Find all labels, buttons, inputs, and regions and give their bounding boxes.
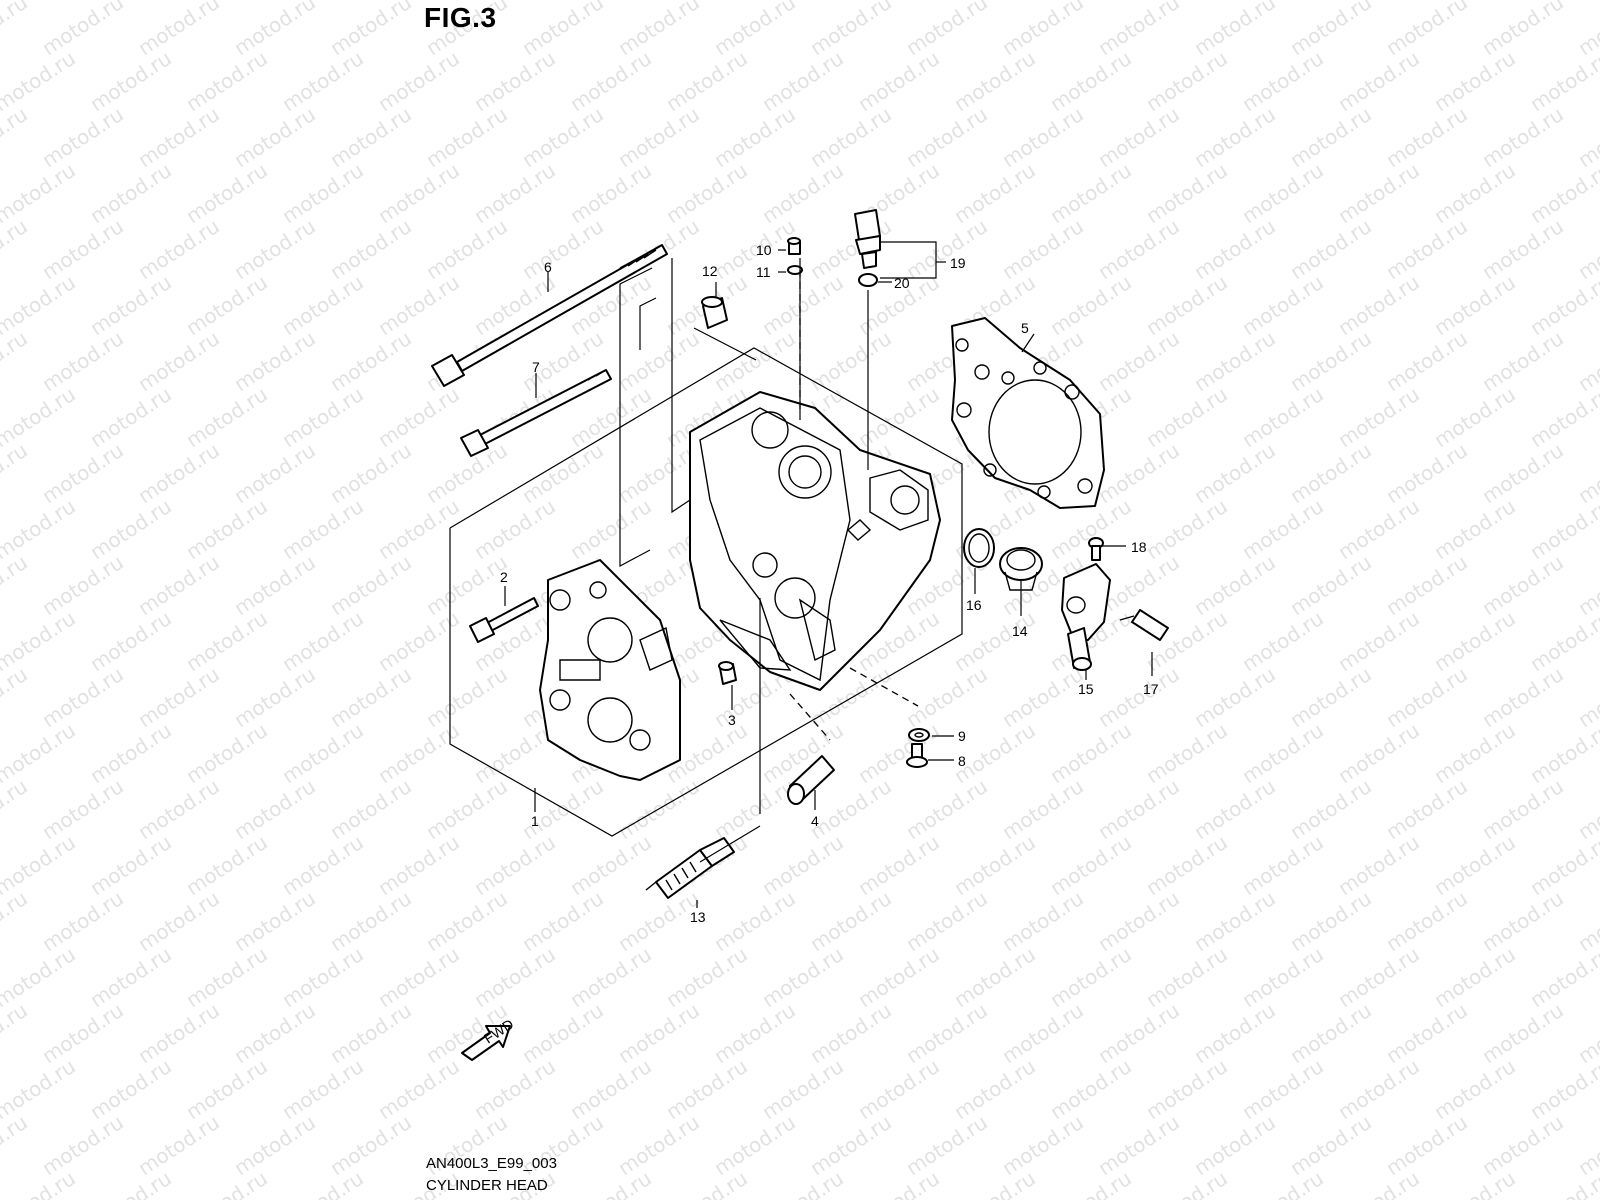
callout-10: 10: [756, 242, 772, 258]
washer-11: [787, 265, 803, 275]
dowel-12: [701, 296, 728, 329]
sensor-19: [854, 209, 881, 269]
pipe-4: [787, 755, 835, 805]
callout-7: 7: [532, 359, 540, 375]
callout-9: 9: [958, 728, 966, 744]
callout-14: 14: [1012, 623, 1028, 639]
figure-code: AN400L3_E99_003: [426, 1155, 557, 1172]
bolt-10: [787, 237, 801, 255]
assembly-outline: [449, 347, 963, 837]
figure-caption: CYLINDER HEAD: [426, 1177, 548, 1194]
callout-12: 12: [702, 263, 718, 279]
bolt-7: [460, 369, 612, 457]
washer-9: [908, 728, 930, 742]
callout-6: 6: [544, 259, 552, 275]
callout-1: 1: [531, 813, 539, 829]
callout-3: 3: [728, 712, 736, 728]
callout-15: 15: [1078, 681, 1094, 697]
callout-20: 20: [894, 275, 910, 291]
callouts: 1 2 3 4 5 6 7 8 9 10 11 12 13 14 15 16 1…: [500, 242, 1159, 925]
bolt-8: [906, 743, 928, 768]
dashed-guides: [789, 270, 919, 741]
callout-5: 5: [1021, 320, 1029, 336]
bolt-6: [431, 244, 668, 387]
spark-plug-13: [645, 837, 735, 899]
o-ring-16: [963, 528, 995, 568]
callout-18: 18: [1131, 539, 1147, 555]
callout-16: 16: [966, 597, 982, 613]
washer-20: [858, 273, 878, 287]
thermostat-cover-15: [1061, 563, 1111, 671]
callout-19: 19: [950, 255, 966, 271]
bolt-17: [1119, 609, 1169, 641]
bolt-2: [469, 597, 539, 643]
bolt-18: [1088, 537, 1104, 561]
cylinder-head: [689, 391, 941, 691]
callout-11: 11: [756, 264, 771, 280]
callout-2: 2: [500, 569, 508, 585]
callout-4: 4: [811, 813, 819, 829]
figure-title: FIG.3: [424, 2, 497, 33]
callout-13: 13: [690, 909, 706, 925]
fwd-arrow-icon: [461, 1025, 511, 1061]
camshaft-holder: [539, 559, 681, 781]
callout-8: 8: [958, 753, 966, 769]
gasket-5: [951, 317, 1105, 509]
callout-17: 17: [1143, 681, 1159, 697]
dowel-3: [718, 661, 737, 685]
